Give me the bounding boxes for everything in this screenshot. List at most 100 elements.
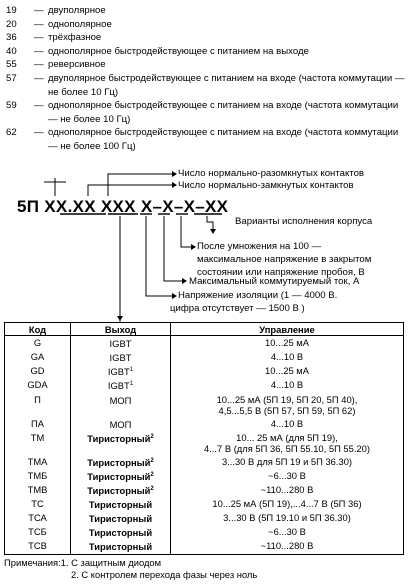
cell-code: П [4,392,71,417]
list-item: 57—двуполярное быстродействующее с питан… [6,72,405,98]
callout-nc-contacts: Число нормально-замкнутых контактов [178,180,354,191]
cell-control: 10...25 мА [170,335,404,351]
cell-output: IGBT [70,350,171,365]
header-control: Управление [170,322,404,336]
footnote-marker: 2 [150,471,154,478]
list-item: 20—однополярное [6,18,112,30]
cell-output: Тиристорный [70,497,171,512]
output-description: однополярное быстродействующее с питание… [48,127,399,152]
output-type-list: 19—двуполярное 20—однополярное 36—трёхфа… [6,4,406,154]
table-header-row: Код Выход Управление [4,322,404,336]
footnote-marker: 2 [150,457,154,464]
cell-control: ~6...30 В [170,525,404,540]
cell-code: ТСА [4,511,71,526]
cell-output: Тиристорный2 [70,468,171,483]
list-item: 40—однополярное быстродействующее с пита… [6,45,309,57]
cell-output: Тиристорный [70,525,171,540]
callout-no-contacts: Число нормально-разомкнутых контактов [178,168,364,179]
cell-output: Тиристорный [70,539,171,555]
note-2: 2. С контролем перехода фазы через ноль [71,569,258,580]
output-code: 57 [6,72,17,84]
cell-code: G [4,335,71,351]
cell-control: 10...25 мА (5П 19),...4...7 В (5П 36) [170,497,404,512]
cell-output: МОП [70,392,171,417]
callout-voltage: После умножения на 100 — максимальное на… [197,241,372,278]
list-item: 36—трёхфазное [6,32,102,44]
list-item: 62—однополярное быстродействующее с пита… [6,126,406,153]
cell-control: 3...30 В для 5П 19 и 5П 36.30) [170,454,404,469]
cell-code: ТМВ [4,482,71,497]
cell-control: ~110...280 В [170,539,404,555]
list-item: 59—однополярное быстродействующее с пита… [6,99,406,126]
cell-output: IGBT [70,335,171,351]
cell-output: IGBT1 [70,378,171,393]
callout-case-variants: Варианты исполнения корпуса [235,216,373,227]
output-code: 40 [6,45,17,57]
cell-code: ТМА [4,454,71,469]
output-code: 20 [6,18,17,30]
cell-control: ~6...30 В [170,468,404,483]
cell-output: Тиристорный2 [70,430,171,455]
cell-code: ТСБ [4,525,71,540]
part-number-designation: 5П XX.XX XXX X–X–X–XX [17,197,229,216]
cell-output: IGBT1 [70,364,171,379]
designation-leader-lines [44,171,222,322]
cell-control: 3...30 В (5П 19.10 и 5П 36.30) [170,511,404,526]
output-description: однополярное [48,18,112,30]
footnotes: Примечания:1. С защитным диодом 2. С кон… [4,557,257,581]
cell-output: Тиристорный2 [70,482,171,497]
note-1: Примечания:1. С защитным диодом [4,557,162,568]
output-code: 59 [6,100,17,112]
callout-isolation: Напряжение изоляции (1 — 4000 В. цифра о… [170,290,338,314]
cell-code: GDA [4,378,71,393]
cell-code: GA [4,350,71,365]
footnote-marker: 2 [150,485,154,492]
cell-code: ТМБ [4,468,71,483]
output-description: двуполярное [48,5,106,16]
cell-code: GD [4,364,71,379]
output-code: 36 [6,32,17,44]
output-description: однополярное быстродействующее с питание… [48,100,399,125]
callout-current: Максимальный коммутируемый ток, А [189,276,360,287]
cell-control: 4...10 В [170,350,404,365]
output-code: 55 [6,59,17,71]
output-description: реверсивное [48,59,106,71]
list-item: 55—реверсивное [6,59,106,71]
cell-control: 4...10 В [170,378,404,393]
cell-control: 10...25 мА [170,364,404,379]
cell-output: Тиристорный [70,511,171,526]
cell-control: 4...10 В [170,416,404,431]
output-description: однополярное быстродействующее с питание… [48,45,309,57]
cell-code: ТМ [4,430,71,455]
list-item: 19—двуполярное [6,5,106,16]
cell-output: МОП [70,416,171,431]
output-description: двуполярное быстродействующее с питанием… [48,72,405,98]
footnote-marker: 2 [150,433,154,440]
cell-code: ТСВ [4,539,71,555]
output-code: 62 [6,127,17,139]
cell-control: 10...25 мА (5П 19, 5П 20, 5П 40),4,5...5… [170,392,404,417]
output-description: трёхфазное [48,32,102,44]
output-code: 19 [6,5,17,16]
header-output: Выход [70,322,171,336]
cell-control: ~110...280 В [170,482,404,497]
footnote-marker: 1 [129,367,134,374]
cell-control: 10... 25 мА (для 5П 19),4...7 В (для 5П … [170,430,404,455]
cell-code: ТС [4,497,71,512]
header-code: Код [4,322,71,336]
